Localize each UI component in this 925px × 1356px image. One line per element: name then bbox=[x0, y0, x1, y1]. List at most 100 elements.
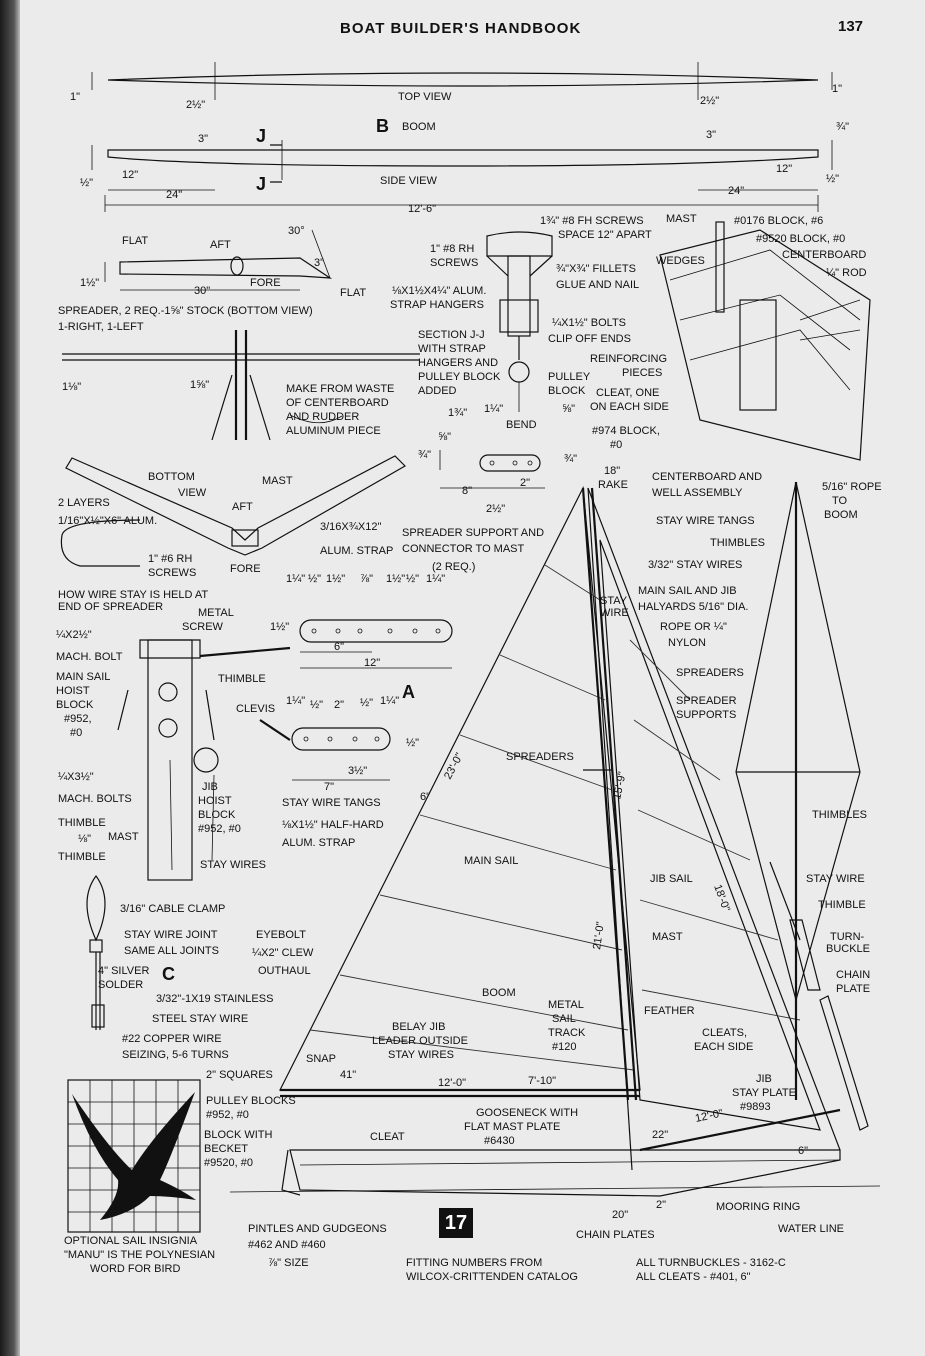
boom-top-view bbox=[91, 62, 833, 100]
label-rig-block-1: BLOCK WITH bbox=[204, 1129, 273, 1141]
label-boom-24in-left: 24" bbox=[166, 189, 182, 201]
label-mh-metal-2: SCREW bbox=[182, 621, 224, 633]
label-a-1-4: 1¼" bbox=[286, 573, 305, 585]
label-ins-title: OPTIONAL SAIL INSIGNIA bbox=[64, 1235, 198, 1247]
label-bv-mast: MAST bbox=[262, 475, 293, 487]
label-ins-note-1: "MANU" IS THE POLYNESIAN bbox=[64, 1249, 215, 1261]
label-a2-1-4: 1¼" bbox=[286, 695, 305, 707]
label-sec-with-4: ADDED bbox=[418, 385, 457, 397]
label-a-7-8: ⅞" bbox=[360, 573, 373, 585]
label-fr-tangs: STAY WIRE TANGS bbox=[656, 515, 755, 527]
label-boom-length: 12'-6" bbox=[408, 203, 436, 215]
front-view-rig bbox=[735, 481, 861, 1100]
label-rig-track-3: TRACK bbox=[548, 1027, 586, 1039]
label-waste-2: OF CENTERBOARD bbox=[286, 397, 389, 409]
label-ss-title-2: CONNECTOR TO MAST bbox=[402, 543, 525, 555]
label-rig-snap: SNAP bbox=[306, 1053, 336, 1065]
label-spr-30in: 30" bbox=[194, 285, 210, 297]
label-rig-21ft: 21'-0" bbox=[591, 921, 607, 951]
label-rig-goose-2: FLAT MAST PLATE bbox=[464, 1121, 560, 1133]
label-rig-7-10: 7'-10" bbox=[528, 1075, 556, 1087]
label-ss-bend: BEND bbox=[506, 419, 537, 431]
label-mh-mast: MAST bbox=[108, 831, 139, 843]
label-rig-spreaders: SPREADERS bbox=[506, 751, 574, 763]
label-sec-pulley-1: PULLEY bbox=[548, 371, 591, 383]
label-spr-30deg: 30° bbox=[288, 225, 305, 237]
label-rig-20in: 20" bbox=[612, 1209, 628, 1221]
label-foot-fit-1: FITTING NUMBERS FROM bbox=[406, 1257, 542, 1269]
label-bv-fore: FORE bbox=[230, 563, 261, 575]
label-boom-half-left: ½" bbox=[80, 177, 93, 189]
label-ss-1-3-4: 1¾" bbox=[448, 407, 467, 419]
label-fr-spreaders: SPREADERS bbox=[676, 667, 744, 679]
label-rig-22in: 22" bbox=[652, 1129, 668, 1141]
label-sec-with-2: HANGERS AND bbox=[418, 357, 498, 369]
label-rig-belay-2: LEADER OUTSIDE bbox=[372, 1035, 468, 1047]
label-ss-title-1: SPREADER SUPPORT AND bbox=[402, 527, 544, 539]
label-rig-2in: 2" bbox=[656, 1199, 666, 1211]
jib-sail bbox=[599, 539, 821, 1131]
label-rig-41in: 41" bbox=[340, 1069, 356, 1081]
label-c-title-1: STAY WIRE JOINT bbox=[124, 929, 218, 941]
label-a-1-2e: 1½" bbox=[270, 621, 289, 633]
label-ins-note-2: WORD FOR BIRD bbox=[90, 1263, 180, 1275]
page-number: 137 bbox=[838, 18, 864, 35]
label-sec-bolts: ¼X1½" BOLTS bbox=[552, 317, 626, 329]
label-cb-cleat-1: CLEAT, ONE bbox=[596, 387, 659, 399]
label-rig-jibplate-2: STAY PLATE bbox=[732, 1087, 796, 1099]
label-spr-flat-left: FLAT bbox=[122, 235, 148, 247]
label-letter-a: A bbox=[402, 682, 415, 702]
label-bv-view: VIEW bbox=[178, 487, 207, 499]
label-boom-end-1in-right: 1" bbox=[832, 83, 842, 95]
label-bv-2layers: 2 LAYERS bbox=[58, 497, 110, 509]
label-boom-title: BOOM bbox=[402, 121, 436, 133]
label-rig-waterline: WATER LINE bbox=[778, 1223, 844, 1235]
label-a-1-2a: ½" bbox=[308, 573, 321, 585]
label-c-copper-1: #22 COPPER WIRE bbox=[122, 1033, 222, 1045]
label-letter-b: B bbox=[376, 116, 389, 136]
label-rig-mainsail: MAIN SAIL bbox=[464, 855, 518, 867]
spreader-support-detail bbox=[439, 450, 545, 489]
label-rig-cleat: CLEAT bbox=[370, 1131, 405, 1143]
page-header-title: BOAT BUILDER'S HANDBOOK bbox=[340, 20, 582, 37]
label-waste-1: MAKE FROM WASTE bbox=[286, 383, 394, 395]
figure-number-badge: 17 bbox=[439, 1208, 473, 1238]
label-spr-1-5-8: 1⅝" bbox=[190, 379, 209, 391]
label-sec-with-3: PULLEY BLOCK bbox=[418, 371, 501, 383]
label-rig-jibplate-1: JIB bbox=[756, 1073, 772, 1085]
label-c-title-2: SAME ALL JOINTS bbox=[124, 945, 219, 957]
label-cb-cleat-2: ON EACH SIDE bbox=[590, 401, 669, 413]
label-mh-mach-1: ¼X2½" bbox=[56, 629, 92, 641]
label-boom-3in-left: 3" bbox=[198, 133, 208, 145]
stay-wire-tang-a bbox=[291, 619, 453, 781]
label-ss-3-4b: ¾" bbox=[564, 453, 577, 465]
label-c-stainless-1: 3/32"-1X19 STAINLESS bbox=[156, 993, 273, 1005]
label-rig-pintles-3: ⅞" SIZE bbox=[268, 1257, 309, 1269]
label-boom-12in-right: 12" bbox=[776, 163, 792, 175]
label-rig-pintles-2: #462 AND #460 bbox=[248, 1239, 326, 1251]
label-fr-thimbles: THIMBLES bbox=[710, 537, 765, 549]
label-rig-18rake-2: RAKE bbox=[598, 479, 628, 491]
bird-insignia-icon bbox=[72, 1092, 196, 1220]
label-rig-feather: FEATHER bbox=[644, 1005, 695, 1017]
label-a-12in: 12" bbox=[364, 657, 380, 669]
label-a2-1-4b: 1¼" bbox=[380, 695, 399, 707]
label-rig-23ft: 23'-0" bbox=[442, 751, 466, 781]
label-c-silver-2: SOLDER bbox=[98, 979, 143, 991]
label-c-silver-1: 4" SILVER bbox=[98, 965, 149, 977]
label-fr-stay-wires: 3/32" STAY WIRES bbox=[648, 559, 742, 571]
label-cb-rod: ¼" ROD bbox=[826, 267, 867, 279]
label-ss-req: (2 REQ.) bbox=[432, 561, 475, 573]
masthead-detail bbox=[117, 639, 291, 881]
label-rig-mooring: MOORING RING bbox=[716, 1201, 800, 1213]
label-mh-bolts-2: MACH. BOLTS bbox=[58, 793, 132, 805]
label-a2-1-2b: ½" bbox=[360, 697, 373, 709]
label-rig-block-2: BECKET bbox=[204, 1143, 248, 1155]
label-boom-24in-right: 24" bbox=[728, 185, 744, 197]
label-bv-how-1: HOW WIRE STAY IS HELD AT bbox=[58, 589, 208, 601]
label-a2-2in: 2" bbox=[334, 699, 344, 711]
label-spr-flat-right: FLAT bbox=[340, 287, 366, 299]
label-ss-5-8b: ⅝" bbox=[438, 431, 451, 443]
label-fr-halyard-3: ROPE OR ¼" bbox=[660, 621, 727, 633]
